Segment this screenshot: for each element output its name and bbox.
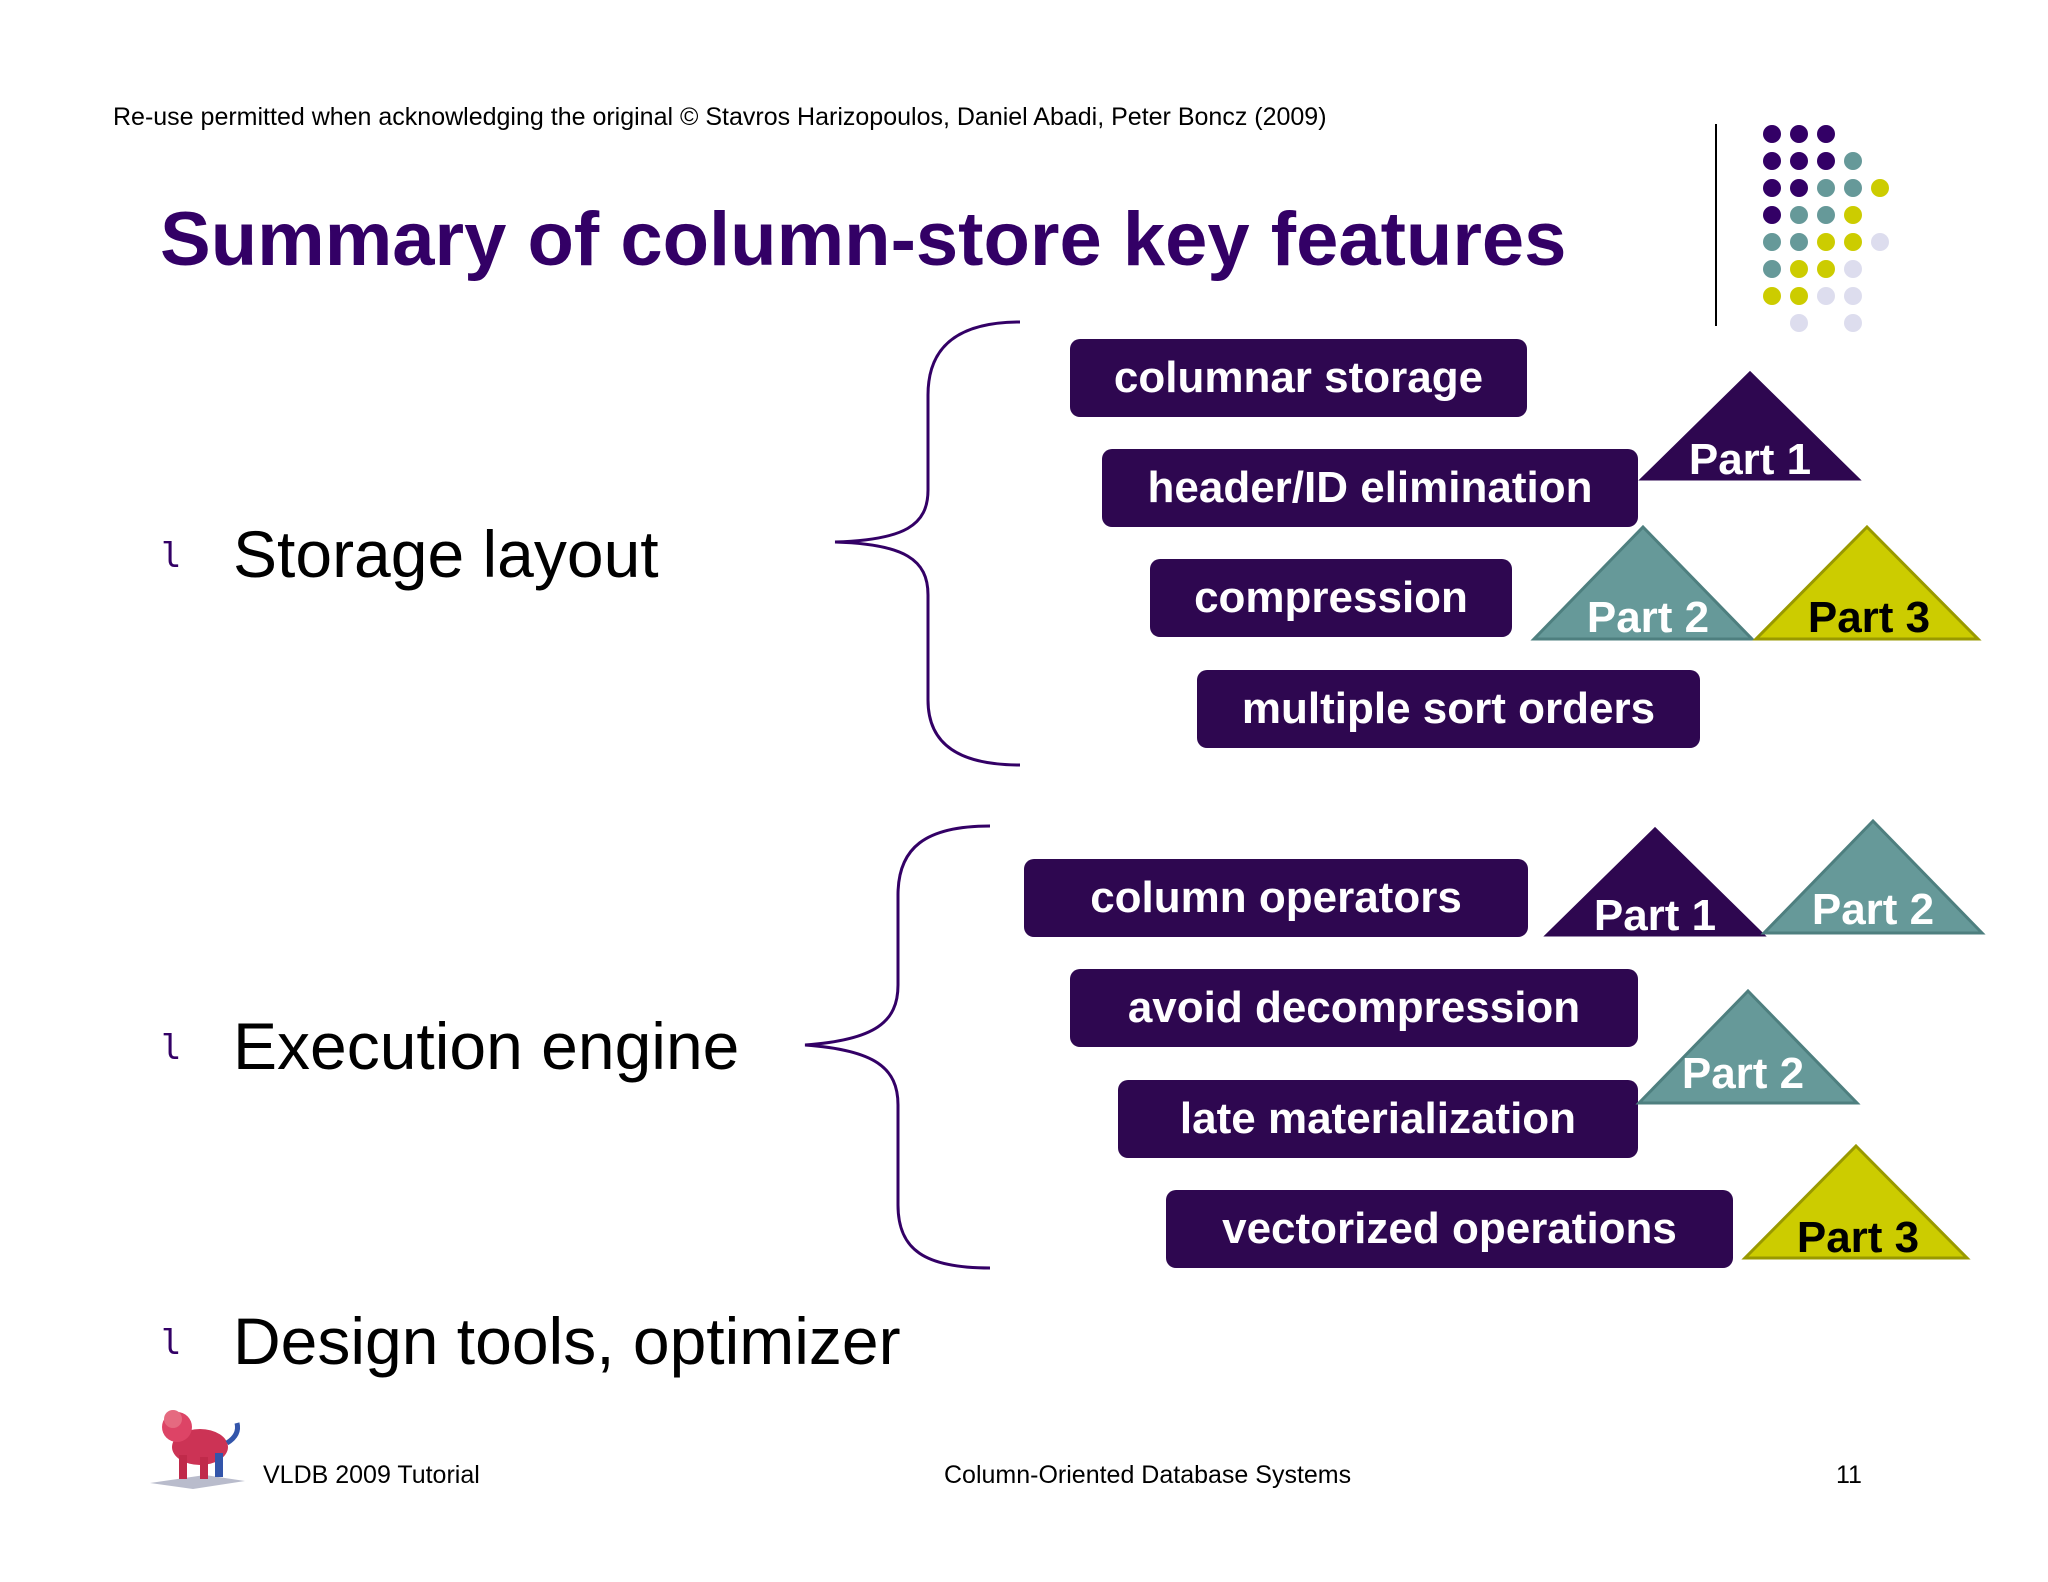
dot-grid-row-4: [1763, 206, 1862, 224]
footer-center: Column-Oriented Database Systems: [944, 1461, 1352, 1489]
feature-columnar-storage: columnar storage: [1070, 339, 1527, 417]
dot-grid-row-3: [1763, 179, 1889, 197]
bullet-marker-storage: l: [161, 536, 182, 576]
part2-label-materialization: Part 2: [1682, 1049, 1804, 1098]
dot-grid-row-1: [1763, 125, 1835, 143]
part1-label-operators: Part 1: [1594, 891, 1716, 938]
bullet-marker-design: l: [161, 1323, 182, 1363]
part3-label-vectorized: Part 3: [1797, 1213, 1919, 1261]
part3-label-compression: Part 3: [1808, 593, 1930, 642]
dot-grid-row-2: [1763, 152, 1862, 170]
part3-triangle-compression: Part 3: [1752, 524, 1982, 642]
page-number: 11: [1836, 1461, 1862, 1489]
execution-brace: [804, 824, 991, 1270]
part1-triangle-operators: Part 1: [1543, 826, 1767, 938]
feature-vectorized-operations: vectorized operations: [1166, 1190, 1733, 1268]
feature-multiple-sort-orders: multiple sort orders: [1197, 670, 1700, 748]
dot-grid-row-7: [1763, 287, 1862, 305]
footer-left: VLDB 2009 Tutorial: [263, 1461, 480, 1489]
part3-triangle-vectorized: Part 3: [1741, 1143, 1971, 1261]
part1-label-header: Part 1: [1689, 435, 1811, 482]
bullet-marker-execution: l: [161, 1028, 182, 1068]
part2-triangle-materialization: Part 2: [1635, 988, 1861, 1105]
bullet-storage-layout: Storage layout: [233, 517, 659, 591]
dot-grid-row-5: [1763, 233, 1889, 251]
feature-avoid-decompression: avoid decompression: [1070, 969, 1638, 1047]
storage-brace: [834, 320, 1021, 767]
part2-label-compression: Part 2: [1587, 593, 1709, 642]
bullet-design-tools: Design tools, optimizer: [233, 1304, 901, 1378]
slide-title: Summary of column-store key features: [160, 197, 1567, 282]
feature-column-operators: column operators: [1024, 859, 1528, 937]
dot-grid-row-6: [1763, 260, 1862, 278]
feature-header-id-elimination: header/ID elimination: [1102, 449, 1638, 527]
feature-late-materialization: late materialization: [1118, 1080, 1638, 1158]
decorative-dot-grid: [1763, 125, 1889, 332]
lion-statue-icon: [150, 1410, 245, 1489]
part2-triangle-compression: Part 2: [1530, 524, 1756, 642]
feature-compression: compression: [1150, 559, 1512, 637]
part2-triangle-operators: Part 2: [1760, 818, 1986, 935]
dot-grid-row-8: [1790, 314, 1862, 332]
header-divider: [1715, 124, 1717, 326]
part1-triangle-header: Part 1: [1638, 370, 1862, 482]
copyright-notice: Re-use permitted when acknowledging the …: [113, 103, 1327, 131]
part2-label-operators: Part 2: [1812, 885, 1934, 934]
bullet-execution-engine: Execution engine: [233, 1009, 740, 1083]
